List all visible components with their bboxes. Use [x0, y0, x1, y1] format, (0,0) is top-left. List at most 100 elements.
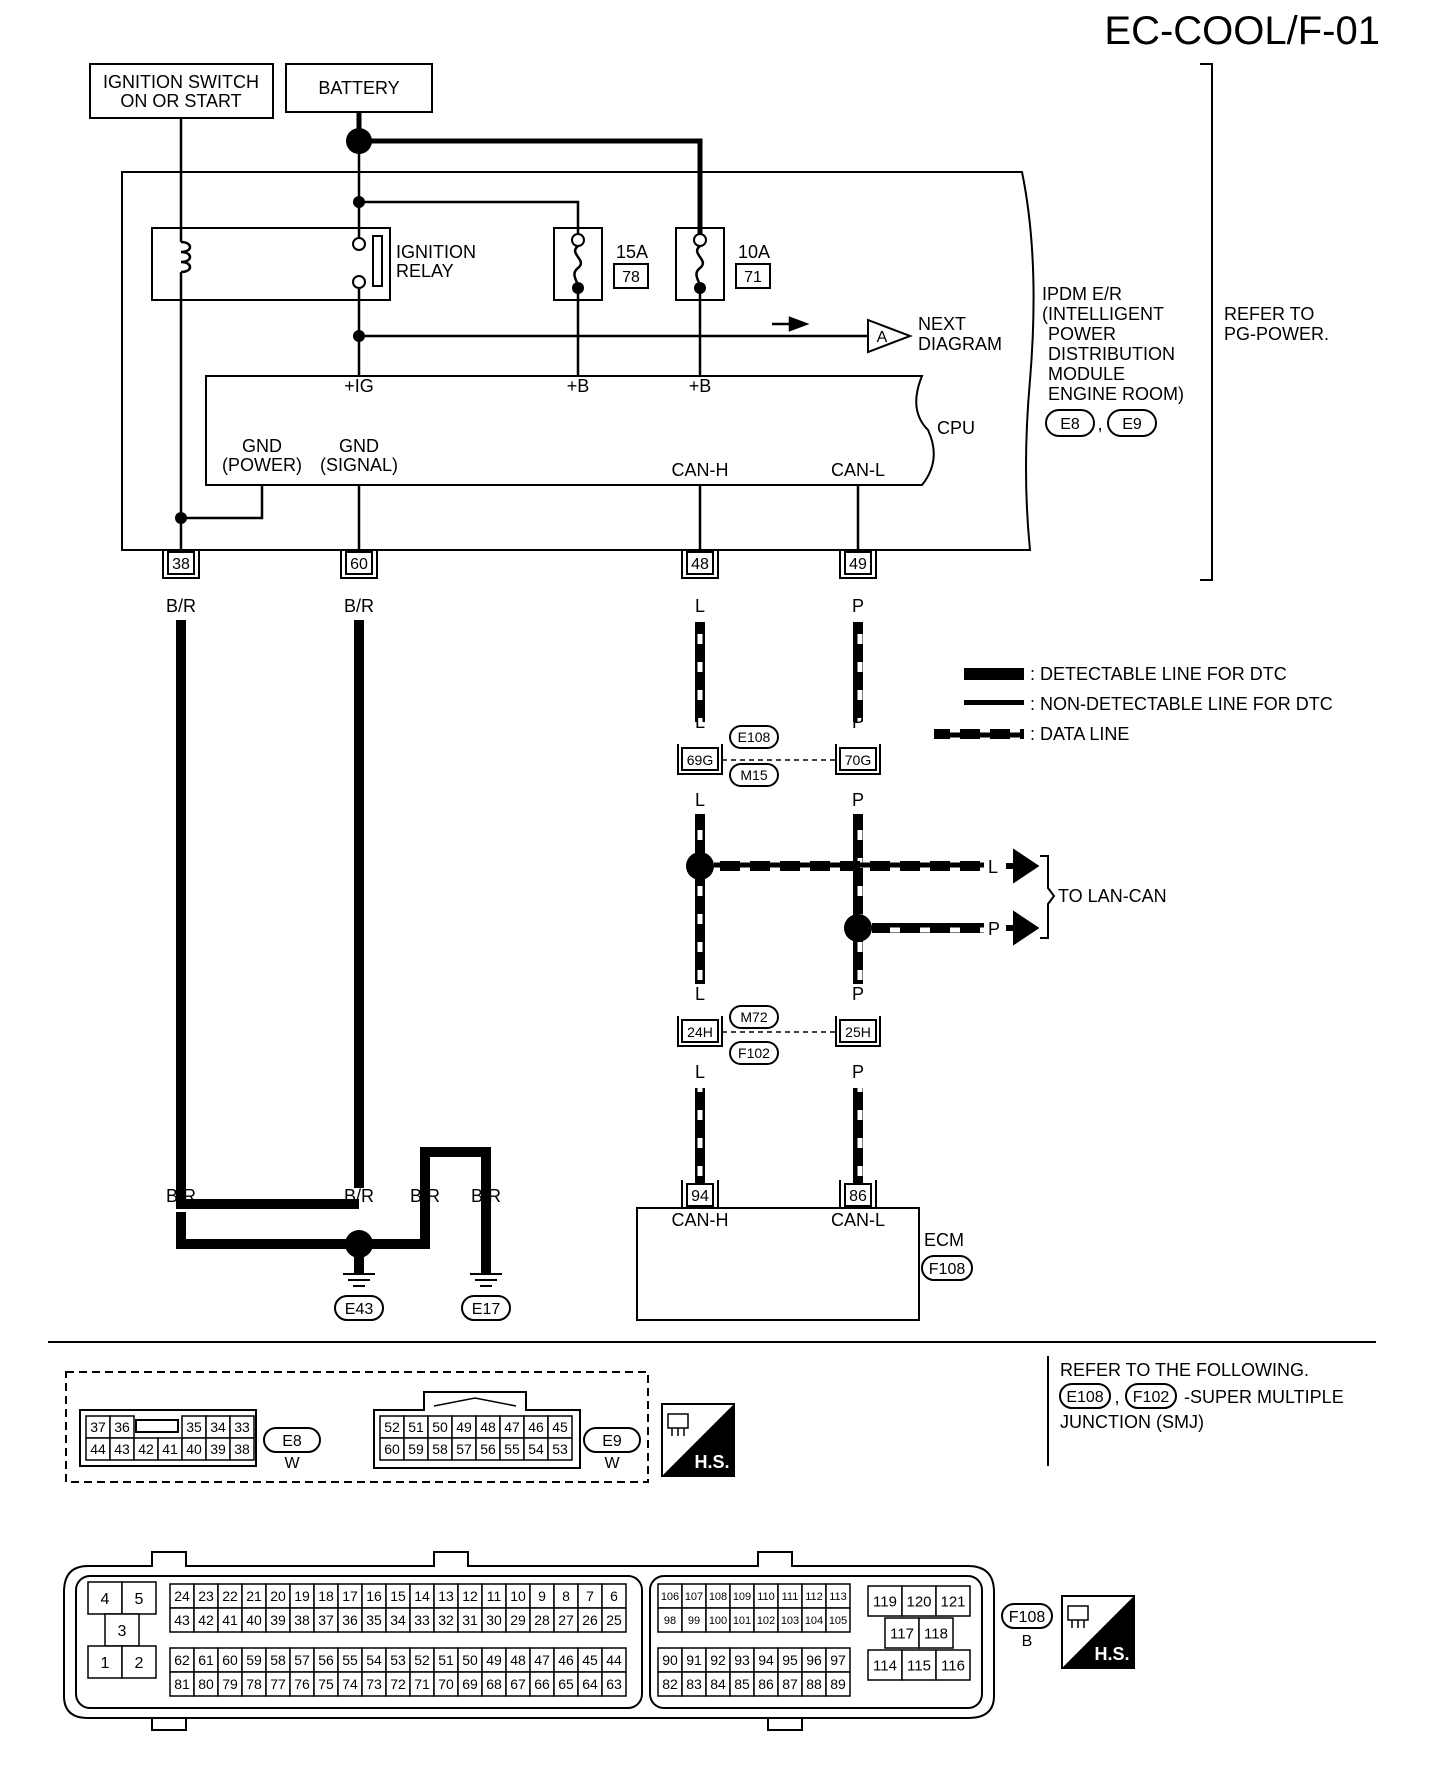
relay-label: IGNITION: [396, 242, 476, 262]
svg-text:49: 49: [849, 556, 867, 573]
ig-wire: [357, 288, 878, 376]
pin-number: 38: [234, 1441, 250, 1457]
pin-cell: [265, 1607, 291, 1633]
pin-cell: [553, 1607, 579, 1633]
pin-number: 49: [486, 1652, 502, 1668]
wire-color-p: P: [852, 596, 864, 616]
pin-number: 32: [438, 1612, 454, 1628]
pin-number: 114: [873, 1657, 897, 1674]
ecm-connector-label: F108: [929, 1261, 966, 1278]
pin-number: 74: [342, 1676, 358, 1692]
ecm-box: [636, 1207, 920, 1321]
pin-number: 86: [758, 1676, 774, 1692]
pin-number: 90: [662, 1652, 678, 1668]
pin-number: 113: [829, 1591, 847, 1603]
relay-contact: [372, 235, 383, 287]
pin-number: 121: [940, 1593, 965, 1610]
pin-cell: [801, 1647, 827, 1673]
pin-number: 37: [318, 1612, 334, 1628]
svg-text:P: P: [852, 712, 864, 732]
ignition-switch-label: IGNITION SWITCH: [103, 72, 259, 92]
ground-wire-38: [176, 620, 359, 1209]
pin-number: 102: [757, 1615, 775, 1627]
pin-number: 106: [661, 1591, 679, 1603]
pin-number: 54: [528, 1441, 544, 1457]
gnd-power-label: GND: [242, 436, 282, 456]
fuse2-amps: 10A: [738, 242, 770, 262]
pin-number: 53: [390, 1652, 406, 1668]
ignition-relay-box: [151, 227, 391, 301]
ipdm-box: [121, 171, 1035, 551]
arrow-right-icon: [1006, 848, 1040, 884]
pin-number: 29: [510, 1612, 526, 1628]
pin-number: 34: [210, 1419, 226, 1435]
pin-number: 96: [806, 1652, 822, 1668]
lan-can-l-label: L: [988, 857, 998, 877]
pin-cell: [409, 1607, 435, 1633]
pin-cell: [777, 1671, 803, 1697]
connector-m15-label: [729, 763, 779, 787]
data-line-l2: [695, 814, 705, 984]
pin-cell: [457, 1607, 483, 1633]
pin-cell: [481, 1583, 507, 1609]
pin-number: 116: [941, 1657, 965, 1674]
lan-can-l-line: [714, 861, 984, 871]
ground-icon: [470, 1273, 502, 1287]
connector-e108-label: [729, 725, 779, 749]
pin-cell: [457, 1583, 483, 1609]
pin-number: 21: [246, 1588, 262, 1604]
pin-number: 59: [408, 1441, 424, 1457]
ecm-label: ECM: [924, 1230, 964, 1250]
ipdm-name-3: POWER: [1048, 324, 1116, 344]
svg-text:P: P: [852, 790, 864, 810]
next-diagram-marker[interactable]: [867, 318, 913, 354]
connector-e8-color: W: [284, 1455, 300, 1472]
pin-number: 38: [294, 1612, 310, 1628]
pin-number: 41: [222, 1612, 238, 1628]
pin-number: 10: [510, 1588, 526, 1604]
legend-data: : DATA LINE: [1030, 724, 1129, 744]
pin-number: 17: [342, 1588, 358, 1604]
pin-number: 8: [562, 1588, 570, 1604]
refer-label: REFER TO: [1224, 304, 1314, 324]
battery-feed-thick: [356, 112, 703, 240]
pin-number: 40: [186, 1441, 202, 1457]
pin-cell: [241, 1607, 267, 1633]
connector-f108-label: F108: [1009, 1609, 1046, 1626]
svg-text:M15: M15: [740, 767, 767, 783]
legend-nondetectable: : NON-DETECTABLE LINE FOR DTC: [1030, 694, 1333, 714]
data-line-p1: [853, 622, 863, 722]
pin-cell: [169, 1607, 195, 1633]
pin-b1: +B: [567, 376, 590, 396]
pin-cell: [193, 1671, 219, 1697]
pin-number: 76: [294, 1676, 310, 1692]
pin-cell: [801, 1607, 827, 1633]
pin-number: 92: [710, 1652, 726, 1668]
pin-number: 41: [162, 1441, 178, 1457]
pin-number: 48: [480, 1419, 496, 1435]
svg-text:94: 94: [691, 1188, 709, 1205]
svg-text:E108: E108: [738, 729, 771, 745]
pin-number: 79: [222, 1676, 238, 1692]
pin-number: 83: [686, 1676, 702, 1692]
pin-cell: [801, 1583, 827, 1609]
pin-cell: [337, 1607, 363, 1633]
pin-cell: [867, 1585, 903, 1617]
pin-number: 80: [198, 1676, 214, 1692]
pin-number: 93: [734, 1652, 750, 1668]
battery-box: [285, 63, 433, 113]
gnd-power-label-2: (POWER): [222, 455, 302, 475]
pin-number: 15: [390, 1588, 406, 1604]
pin-cell: [229, 1437, 255, 1461]
pin-cell: [918, 1617, 954, 1649]
pin-number: 99: [688, 1615, 700, 1627]
pin-number: 64: [582, 1676, 598, 1692]
pin-number: 49: [456, 1419, 472, 1435]
pin-number: 14: [414, 1588, 430, 1604]
pin-number: 24: [174, 1588, 190, 1604]
pin-number: 117: [890, 1625, 914, 1642]
pin-cell: [753, 1607, 779, 1633]
pin-cell: [935, 1585, 971, 1617]
